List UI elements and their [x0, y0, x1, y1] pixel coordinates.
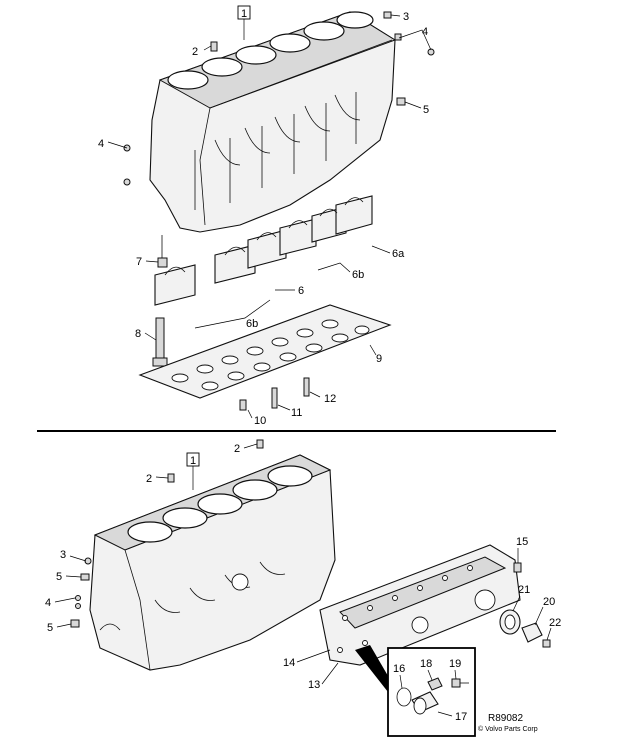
callout-lower-19: 19	[449, 658, 461, 670]
lower-view: 1 2 2 3 5 4 5	[45, 439, 561, 737]
callout-lower-22: 22	[549, 617, 561, 629]
callout-lower-17: 17	[455, 711, 467, 723]
callout-upper-10: 10	[254, 415, 266, 427]
callout-lower-13: 13	[308, 679, 320, 691]
copyright-notice: © Volvo Parts Corp	[478, 725, 538, 733]
callout-upper-9: 9	[376, 353, 382, 365]
callout-upper-4b: 4	[98, 138, 104, 150]
cover-fittings	[499, 562, 551, 648]
plugs-and-pins-upper	[123, 11, 435, 186]
callout-lower-18: 18	[420, 658, 432, 670]
callout-upper-6b-b: 6b	[246, 318, 258, 330]
callout-upper-8: 8	[135, 328, 141, 340]
callout-upper-12: 12	[324, 393, 336, 405]
detail-inset	[355, 645, 476, 737]
callout-lower-4: 4	[45, 597, 51, 609]
leaders-upper	[107, 14, 432, 419]
callout-upper-6: 6	[298, 285, 304, 297]
callout-lower-16: 16	[393, 663, 405, 675]
callout-upper-6b-a: 6b	[352, 269, 364, 281]
callout-lower-15: 15	[516, 536, 528, 548]
callout-lower-2b: 2	[146, 473, 152, 485]
callout-upper-11: 11	[291, 407, 302, 419]
figure-reference: R89082	[488, 713, 523, 724]
callouts-upper: 2 3 4 4 5 6a 6b 6 6b 7 8 9 10 11 12	[98, 11, 429, 427]
callout-upper-3: 3	[403, 11, 409, 23]
cover-bolt-holes	[337, 565, 473, 653]
callout-upper-6a: 6a	[392, 248, 405, 260]
detail-inset-frame	[387, 647, 476, 737]
leaders-lower	[54, 443, 552, 717]
callout-lower-14: 14	[283, 657, 295, 669]
main-bearing-caps	[154, 195, 373, 306]
callout-lower-21: 21	[518, 584, 530, 596]
gasket-9	[138, 304, 392, 399]
cylinder-block-lower	[89, 454, 336, 671]
bolt-8	[152, 317, 168, 367]
callout-lower-5b: 5	[47, 622, 53, 634]
gasket-holes	[171, 319, 370, 391]
oil-cooler-cover	[319, 544, 521, 666]
cylinder-block-upper	[149, 11, 397, 233]
callout-lower-3: 3	[60, 549, 66, 561]
callout-upper-7: 7	[136, 256, 142, 268]
callout-upper-4a: 4	[422, 26, 428, 38]
callout-upper-2: 2	[192, 46, 198, 58]
upper-view: 1 2 3 4 4 5 6a 6b	[98, 5, 435, 427]
callouts-lower: 2 2 3 5 4 5 15 21 20 22 14 13 16 18 19 1…	[45, 443, 561, 723]
bolts-10-11-12	[239, 377, 310, 411]
boxed-label-lower: 1	[190, 455, 196, 467]
callout-lower-5a: 5	[56, 571, 62, 583]
callout-upper-5: 5	[423, 104, 429, 116]
bolt-7	[157, 235, 168, 268]
callout-lower-2a: 2	[234, 443, 240, 455]
detail-arrow	[355, 645, 395, 692]
callout-lower-20: 20	[543, 596, 555, 608]
boxed-label-upper: 1	[241, 8, 247, 20]
